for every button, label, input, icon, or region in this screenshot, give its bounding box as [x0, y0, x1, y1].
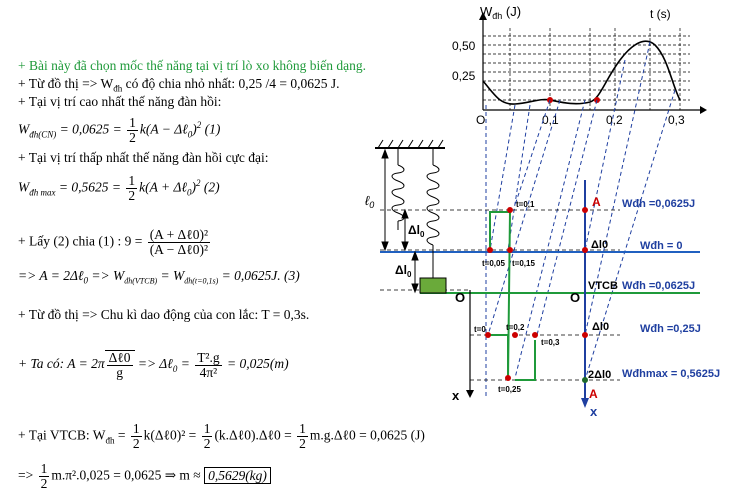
energy-label-3: Wđh =0,0625J — [622, 280, 695, 292]
amplitude-top: A — [592, 195, 601, 209]
t-label-02: t=0,2 — [506, 323, 525, 332]
dimension-arrows — [381, 148, 419, 294]
label-l0: ℓ0 — [365, 193, 374, 210]
energy-label-2: Wđh = 0 — [640, 240, 682, 252]
text-line-3: + Tại vị trí cao nhất thế năng đàn hồi: — [18, 94, 222, 109]
mark-vtcb: VTCB — [588, 280, 618, 292]
mark-2dl0: 2Δl0 — [588, 369, 611, 381]
t-label-005: t=0,05 — [482, 259, 505, 268]
energy-graph: Wđh (J) 0,50 0,25 t (s) O 0,1 0,2 0,3 — [452, 4, 707, 127]
mark-dl0-upper: Δl0 — [591, 239, 608, 251]
text-line-7: + Từ đồ thị => Chu kì dao động của con l… — [18, 307, 310, 322]
graph-origin: O — [476, 113, 485, 127]
x-tick-02: 0,2 — [606, 113, 623, 127]
left-x-label: x — [452, 388, 460, 403]
label-dl0-lower: Δl0 — [395, 263, 412, 279]
spring-left — [391, 148, 405, 230]
text-line-1: + Bài này đã chọn mốc thế năng tại vị tr… — [18, 58, 367, 73]
t-label-015: t=0,15 — [512, 259, 535, 268]
right-x-label: x — [590, 404, 598, 419]
graph-x-label: t (s) — [650, 7, 671, 21]
text-line-2: + Từ đồ thị => Wđh có độ chia nhỏ nhất: … — [18, 76, 340, 94]
t-label-01: t=0,1 — [516, 200, 535, 209]
text-line-5: + Lấy (2) chia (1) : 9 = (A + Δℓ0)²(A − … — [18, 227, 210, 257]
mass-block — [419, 277, 447, 294]
graph-y-label: Wđh (J) — [480, 4, 521, 21]
label-dl0-upper: Δl0 — [408, 223, 425, 239]
left-origin: O — [455, 290, 465, 305]
energy-label-4: Wđh =0,25J — [640, 323, 701, 335]
text-line-4: + Tại vị trí thấp nhất thế năng đàn hồi … — [18, 150, 269, 165]
t-label-0: t=0 — [474, 325, 486, 334]
amplitude-bottom: A — [589, 387, 598, 401]
energy-label-5: Wđhmax = 0,5625J — [622, 368, 720, 380]
x-tick-03: 0,3 — [668, 113, 685, 127]
equation-3: => A = 2Δℓ0 => Wđh(VTCB) = Wđh(t=0,1s) =… — [18, 268, 300, 286]
y-tick-025: 0,25 — [452, 69, 476, 83]
energy-label-1: Wđh =0,0625J — [622, 198, 695, 210]
projection-lines — [485, 41, 676, 398]
spring-right — [426, 148, 440, 278]
right-origin: O — [570, 290, 580, 305]
t-label-03: t=0,3 — [541, 338, 560, 347]
position-points — [485, 207, 588, 383]
mark-dl0-lower: Δl0 — [592, 321, 609, 333]
ceiling — [375, 139, 445, 149]
t-label-025: t=0,25 — [498, 385, 521, 394]
motion-path — [489, 211, 536, 381]
y-tick-050: 0,50 — [452, 39, 476, 53]
